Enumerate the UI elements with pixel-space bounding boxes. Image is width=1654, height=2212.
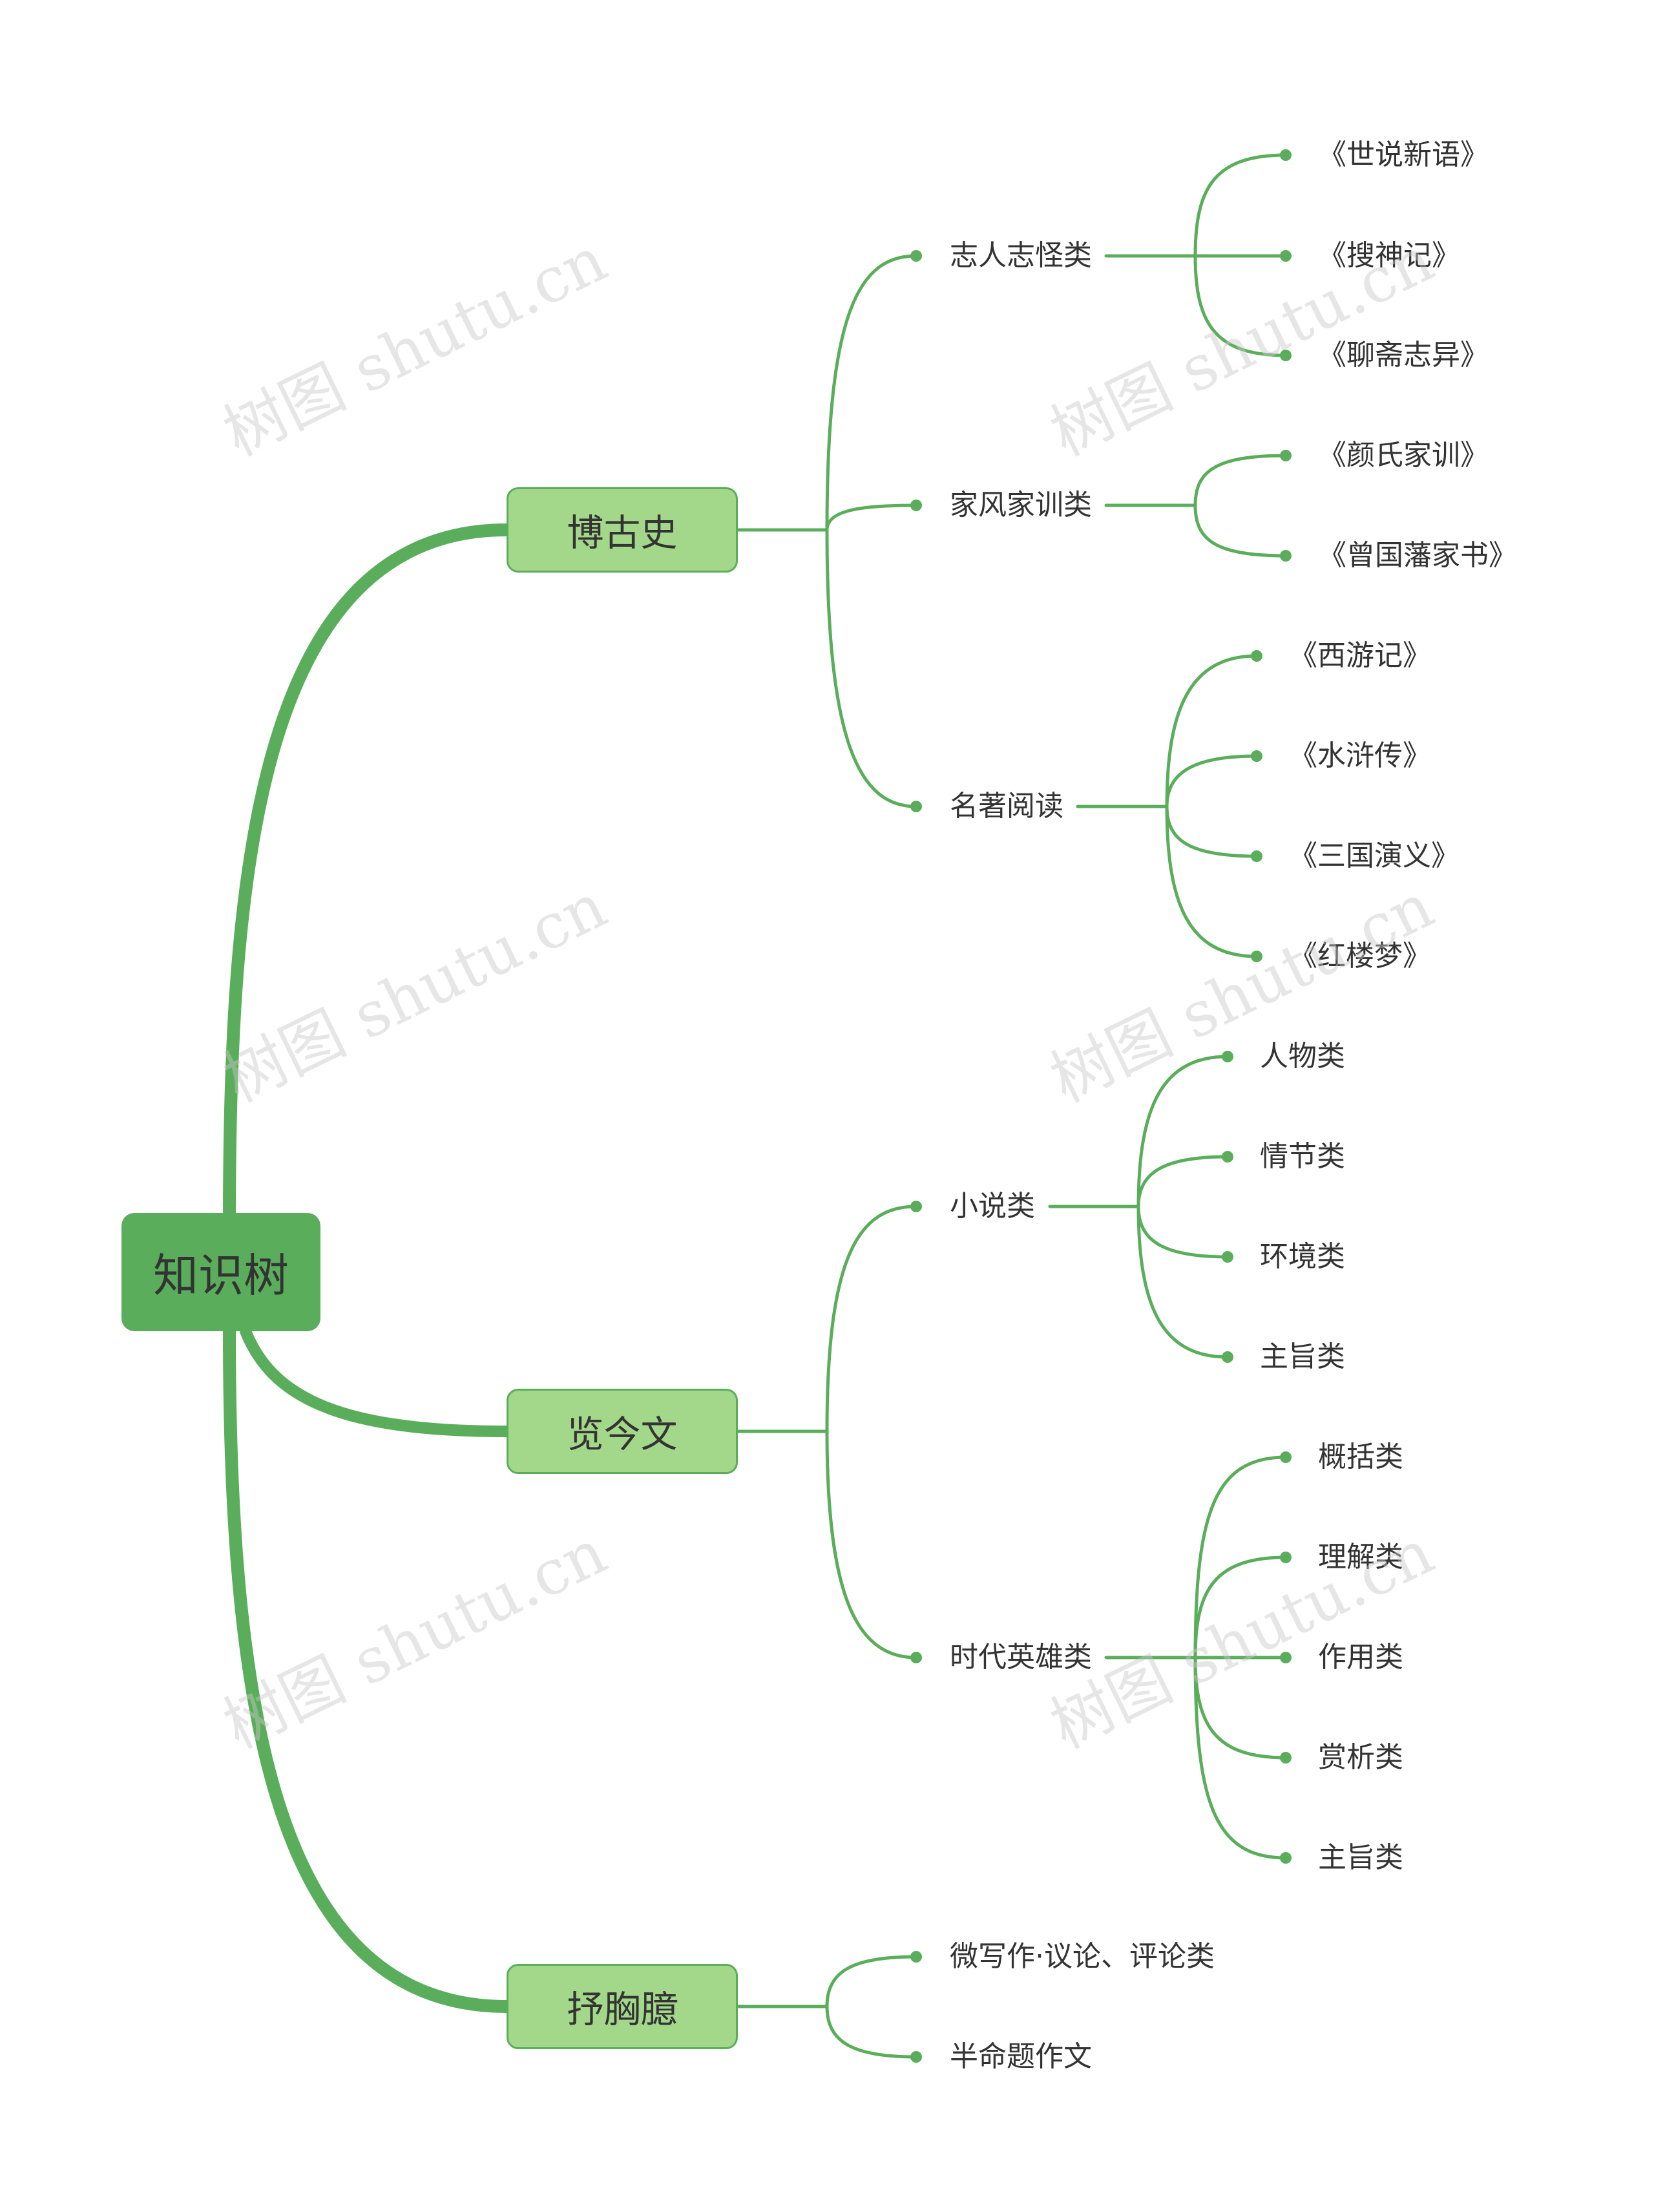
leaf-node[interactable]: 人物类 [1260, 1040, 1345, 1073]
leaf-node[interactable]: 主旨类 [1260, 1340, 1345, 1373]
leaf-node[interactable]: 《颜氏家训》 [1318, 439, 1489, 472]
branch-node-lanjinwen[interactable]: 览今文 [507, 1389, 738, 1474]
topic-node[interactable]: 名著阅读 [950, 790, 1063, 823]
leaf-node[interactable]: 《世说新语》 [1318, 138, 1489, 171]
leaf-node[interactable]: 《西游记》 [1289, 639, 1431, 672]
leaf-node[interactable]: 《红楼梦》 [1289, 940, 1431, 973]
leaf-node[interactable]: 理解类 [1318, 1541, 1403, 1574]
leaf-node[interactable]: 《搜神记》 [1318, 239, 1460, 272]
branch-node-bogushi[interactable]: 博古史 [507, 487, 738, 573]
leaf-node[interactable]: 《曾国藩家书》 [1318, 539, 1517, 572]
leaf-node[interactable]: 环境类 [1260, 1240, 1345, 1273]
topic-node[interactable]: 家风家训类 [950, 489, 1092, 521]
leaf-node[interactable]: 概括类 [1318, 1440, 1403, 1473]
topic-node[interactable]: 时代英雄类 [950, 1641, 1092, 1674]
leaf-node[interactable]: 作用类 [1318, 1641, 1403, 1674]
leaf-node[interactable]: 《聊斋志异》 [1318, 339, 1489, 372]
topic-node[interactable]: 志人志怪类 [950, 239, 1092, 272]
leaf-node[interactable]: 《水浒传》 [1289, 739, 1431, 772]
branch-node-shuxiongyi[interactable]: 抒胸臆 [507, 1964, 738, 2049]
leaf-node[interactable]: 《三国演义》 [1289, 839, 1460, 872]
leaf-node[interactable]: 主旨类 [1318, 1841, 1403, 1874]
topic-node[interactable]: 微写作·议论、评论类 [950, 1940, 1215, 1973]
topic-node[interactable]: 半命题作文 [950, 2040, 1092, 2073]
topic-node[interactable]: 小说类 [950, 1190, 1035, 1223]
root-node[interactable]: 知识树 [121, 1213, 320, 1331]
leaf-node[interactable]: 情节类 [1260, 1140, 1345, 1173]
leaf-node[interactable]: 赏析类 [1318, 1741, 1403, 1774]
